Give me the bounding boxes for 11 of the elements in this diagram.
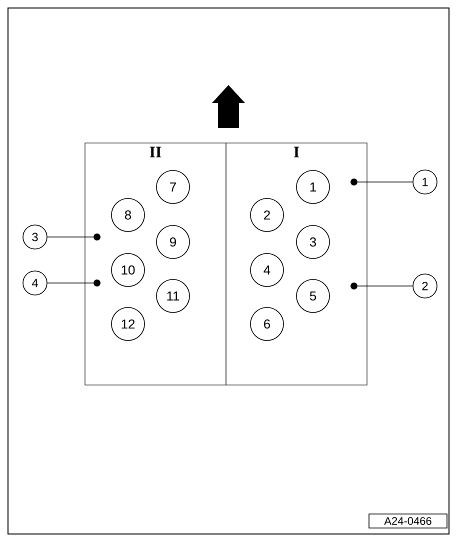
point-dot: [94, 280, 100, 286]
point-dot: [94, 234, 100, 240]
callout-number: 2: [412, 274, 438, 298]
callout-number: 4: [22, 270, 48, 296]
point-dot: [350, 282, 358, 290]
leader-line: [47, 282, 94, 284]
point-dot: [350, 178, 358, 186]
callout-number: 3: [22, 224, 48, 250]
callout-number: 1: [412, 170, 438, 194]
leader-line: [47, 236, 94, 238]
reference-box: A24-0466: [368, 514, 448, 528]
